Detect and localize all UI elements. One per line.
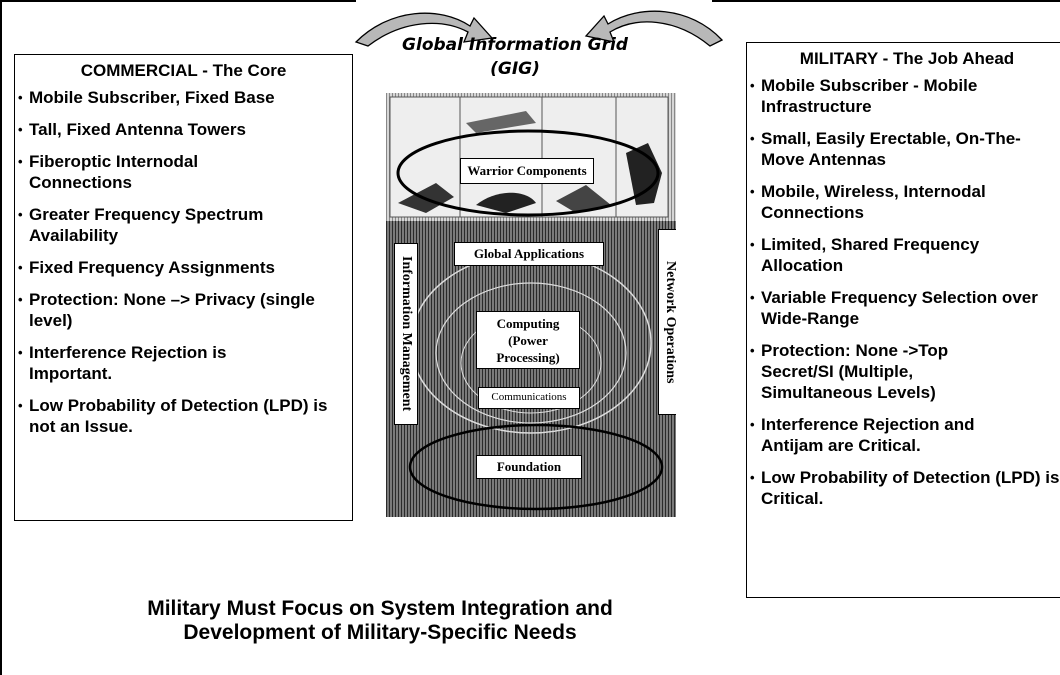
military-list: Mobile Subscriber - Mobile Infrastructur…: [747, 75, 1060, 509]
global-applications-label: Global Applications: [454, 242, 604, 266]
gig-background: [386, 93, 676, 517]
military-item: Protection: None ->Top Secret/SI (Multip…: [749, 340, 1011, 403]
military-item: Interference Rejection and Antijam are C…: [749, 414, 1031, 456]
commercial-item: Protection: None –> Privacy (single leve…: [17, 289, 329, 331]
military-item: Mobile, Wireless, Internodal Connections: [749, 181, 1051, 223]
curved-arrows: [354, 10, 724, 47]
foundation-label: Foundation: [476, 455, 582, 479]
military-item: Variable Frequency Selection over Wide-R…: [749, 287, 1060, 329]
gig-title-line: Global Information Grid: [402, 35, 628, 55]
right-curved-arrow-icon: [584, 10, 724, 47]
gig-diagram: Warrior Components Global Applications C…: [386, 93, 676, 517]
military-title: MILITARY - The Job Ahead: [799, 49, 1015, 68]
computing-label: Computing (Power Processing): [476, 311, 580, 369]
commercial-item: Mobile Subscriber, Fixed Base: [17, 87, 348, 108]
military-item: Mobile Subscriber - Mobile Infrastructur…: [749, 75, 1021, 117]
gig-subtitle: (GIG): [490, 59, 540, 79]
commercial-item: Fiberoptic Internodal Connections: [17, 151, 239, 193]
commercial-item: Fixed Frequency Assignments: [17, 257, 348, 278]
frame-top-left: [0, 0, 356, 2]
military-item: Low Probability of Detection (LPD) is Cr…: [749, 467, 1060, 509]
conclusion-line-2: Development of Military-Specific Needs: [183, 621, 577, 644]
frame-top-right: [712, 0, 1060, 2]
commercial-item: Tall, Fixed Antenna Towers: [17, 119, 348, 140]
commercial-item: Low Probability of Detection (LPD) is no…: [17, 395, 329, 437]
commercial-item: Greater Frequency Spectrum Availability: [17, 204, 329, 246]
communications-label: Communications: [478, 387, 580, 409]
gig-title: Global Information Grid (GIG): [380, 33, 650, 81]
commercial-title: COMMERCIAL - The Core: [80, 61, 287, 80]
frame-left-edge: [0, 0, 2, 675]
information-management-label: Information Management: [394, 243, 418, 425]
warrior-components-label: Warrior Components: [460, 158, 594, 184]
military-item: Limited, Shared Frequency Allocation: [749, 234, 1031, 276]
commercial-item: Interference Rejection is Important.: [17, 342, 299, 384]
network-operations-label: Network Operations: [658, 229, 676, 415]
commercial-panel: COMMERCIAL - The Core Mobile Subscriber,…: [14, 54, 353, 521]
commercial-list: Mobile Subscriber, Fixed Base Tall, Fixe…: [15, 87, 352, 437]
conclusion-text: Military Must Focus on System Integratio…: [60, 597, 700, 645]
military-item: Small, Easily Erectable, On-The-Move Ant…: [749, 128, 1041, 170]
left-curved-arrow-icon: [354, 12, 494, 47]
military-panel: MILITARY - The Job Ahead Mobile Subscrib…: [746, 42, 1060, 598]
conclusion-line-1: Military Must Focus on System Integratio…: [147, 597, 613, 620]
